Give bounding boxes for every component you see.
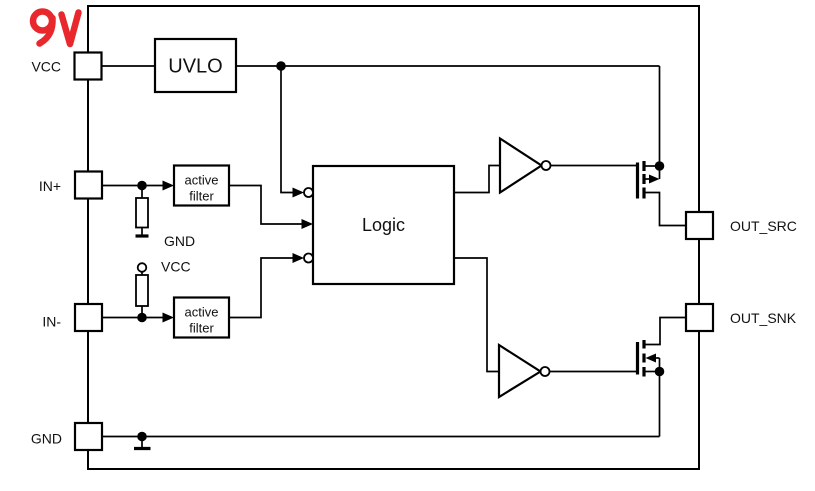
- pin-label-gnd: GND: [31, 431, 62, 447]
- active-filter-top-label-2: filter: [189, 189, 214, 204]
- top-buffer-inverter: [498, 136, 552, 195]
- vcc-tap-circle: [136, 262, 148, 273]
- arrow-into-filter-bottom: [162, 312, 174, 323]
- wire-logic-to-top-buffer: [454, 164, 500, 194]
- wire-filter2-to-logic-in3: [229, 257, 296, 319]
- pmos-body-arrow: [649, 174, 660, 184]
- junction-dot-nmos-source: [654, 366, 665, 377]
- logic-in3-bubble: [303, 252, 314, 264]
- pin-label-vcc: VCC: [31, 59, 61, 75]
- pin-in-minus: [73, 302, 104, 333]
- nmos-transistor: [635, 340, 656, 377]
- logic-label: Logic: [362, 215, 405, 235]
- arrow-logic-in2: [301, 219, 313, 229]
- pin-label-out-src: OUT_SRC: [730, 218, 797, 234]
- junction-dot-gnd: [137, 431, 147, 442]
- active-filter-bottom-label-1: active: [185, 305, 219, 320]
- resistor-in-plus: [135, 197, 149, 229]
- pin-in-plus: [73, 170, 104, 200]
- bottom-buffer-bubble: [539, 366, 551, 377]
- active-filter-bottom-label-2: filter: [189, 321, 214, 336]
- junction-dot-pmos-drain: [654, 161, 665, 171]
- pin-gnd: [73, 421, 104, 452]
- active-filter-top-label-1: active: [185, 173, 219, 188]
- wire-pmos-source-to-outsrc: [645, 191, 686, 227]
- wires: [102, 65, 686, 447]
- wire-filter1-to-logic-in2: [229, 184, 303, 225]
- pin-out-src: [684, 210, 715, 241]
- junction-dot-in-minus: [137, 312, 147, 323]
- logo: [29, 8, 82, 48]
- nmos-body-arrow: [645, 353, 656, 363]
- net-label-gnd: GND: [164, 233, 195, 249]
- wire-nmos-drain-to-outsnk: [645, 316, 686, 346]
- pin-vcc: [73, 51, 103, 81]
- pin-label-in-minus: IN-: [42, 314, 61, 330]
- uvlo-block: [153, 37, 238, 94]
- wire-uvlo-to-logic-in1: [280, 66, 296, 194]
- pin-label-in-plus: IN+: [39, 178, 61, 194]
- pin-label-out-snk: OUT_SNK: [730, 310, 797, 326]
- net-label-vcc: VCC: [161, 259, 191, 275]
- pin-out-snk: [684, 302, 715, 333]
- wire-logic-to-bottom-buffer: [454, 257, 499, 373]
- arrow-logic-in1: [292, 187, 304, 198]
- pmos-transistor: [635, 161, 660, 199]
- active-filter-top-block: [172, 164, 231, 207]
- junction-dot-in-plus: [137, 180, 147, 191]
- uvlo-label: UVLO: [168, 56, 222, 78]
- logo-v-stroke: [58, 9, 82, 48]
- resistor-in-minus: [135, 274, 149, 307]
- logic-block: [311, 164, 456, 286]
- bottom-buffer-inverter: [497, 342, 551, 399]
- top-buffer-bubble: [540, 160, 552, 171]
- logic-in1-bubble: [303, 187, 314, 198]
- junction-dot-vcc-rail: [276, 61, 286, 71]
- arrow-into-filter-top: [162, 180, 174, 191]
- arrow-logic-in3: [292, 253, 304, 263]
- logo-9-tail: [36, 14, 56, 47]
